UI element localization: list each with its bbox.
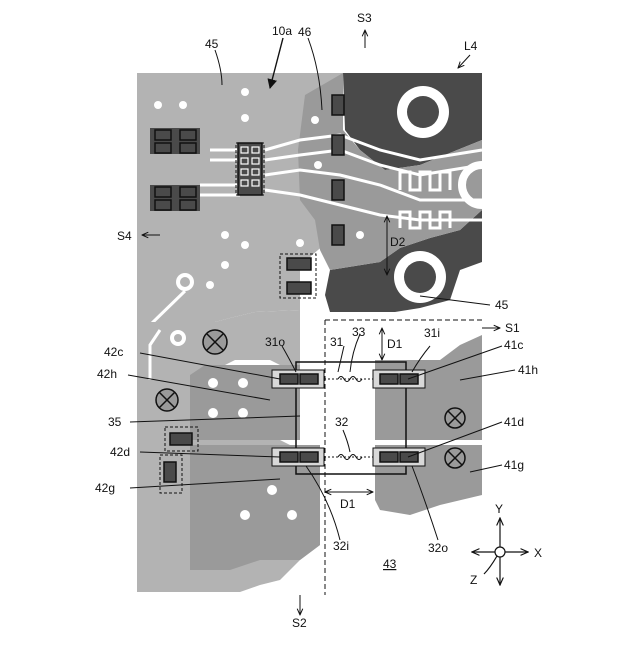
label-s2: S2 xyxy=(292,616,307,630)
label-31i: 31i xyxy=(424,326,440,340)
label-41h: 41h xyxy=(518,363,538,377)
label-s4: S4 xyxy=(117,229,132,243)
label-10a: 10a xyxy=(272,24,292,38)
upper-board xyxy=(137,73,482,325)
label-35: 35 xyxy=(108,415,122,429)
label-42h: 42h xyxy=(97,367,117,381)
antenna-31 xyxy=(272,370,425,388)
label-42c: 42c xyxy=(104,345,123,359)
label-32o: 32o xyxy=(428,541,448,555)
label-d1-vertical: D1 xyxy=(387,337,403,351)
label-d1-horizontal: D1 xyxy=(340,497,356,511)
label-41c: 41c xyxy=(504,338,523,352)
label-45-right: 45 xyxy=(495,298,509,312)
antenna-32 xyxy=(272,448,425,466)
label-33: 33 xyxy=(352,325,366,339)
label-31o: 31o xyxy=(265,335,285,349)
label-y: Y xyxy=(495,502,503,516)
label-41g: 41g xyxy=(504,458,524,472)
label-s1: S1 xyxy=(505,321,520,335)
chip-pair-lower-left xyxy=(150,185,200,211)
label-42g: 42g xyxy=(95,481,115,495)
label-l4: L4 xyxy=(464,39,478,53)
label-31: 31 xyxy=(330,335,344,349)
label-41d: 41d xyxy=(504,415,524,429)
xyz-coordinate-axes-icon xyxy=(472,518,528,585)
label-s3: S3 xyxy=(357,11,372,25)
label-x: X xyxy=(534,546,542,560)
label-32i: 32i xyxy=(333,539,349,553)
label-43: 43 xyxy=(383,557,397,571)
label-46: 46 xyxy=(298,25,312,39)
label-z: Z xyxy=(470,573,477,587)
label-32: 32 xyxy=(335,415,349,429)
label-45-top: 45 xyxy=(205,37,219,51)
ic-chip xyxy=(236,143,264,195)
chip-pair-upper-left xyxy=(150,128,200,154)
label-d2: D2 xyxy=(390,235,406,249)
label-42d: 42d xyxy=(110,445,130,459)
